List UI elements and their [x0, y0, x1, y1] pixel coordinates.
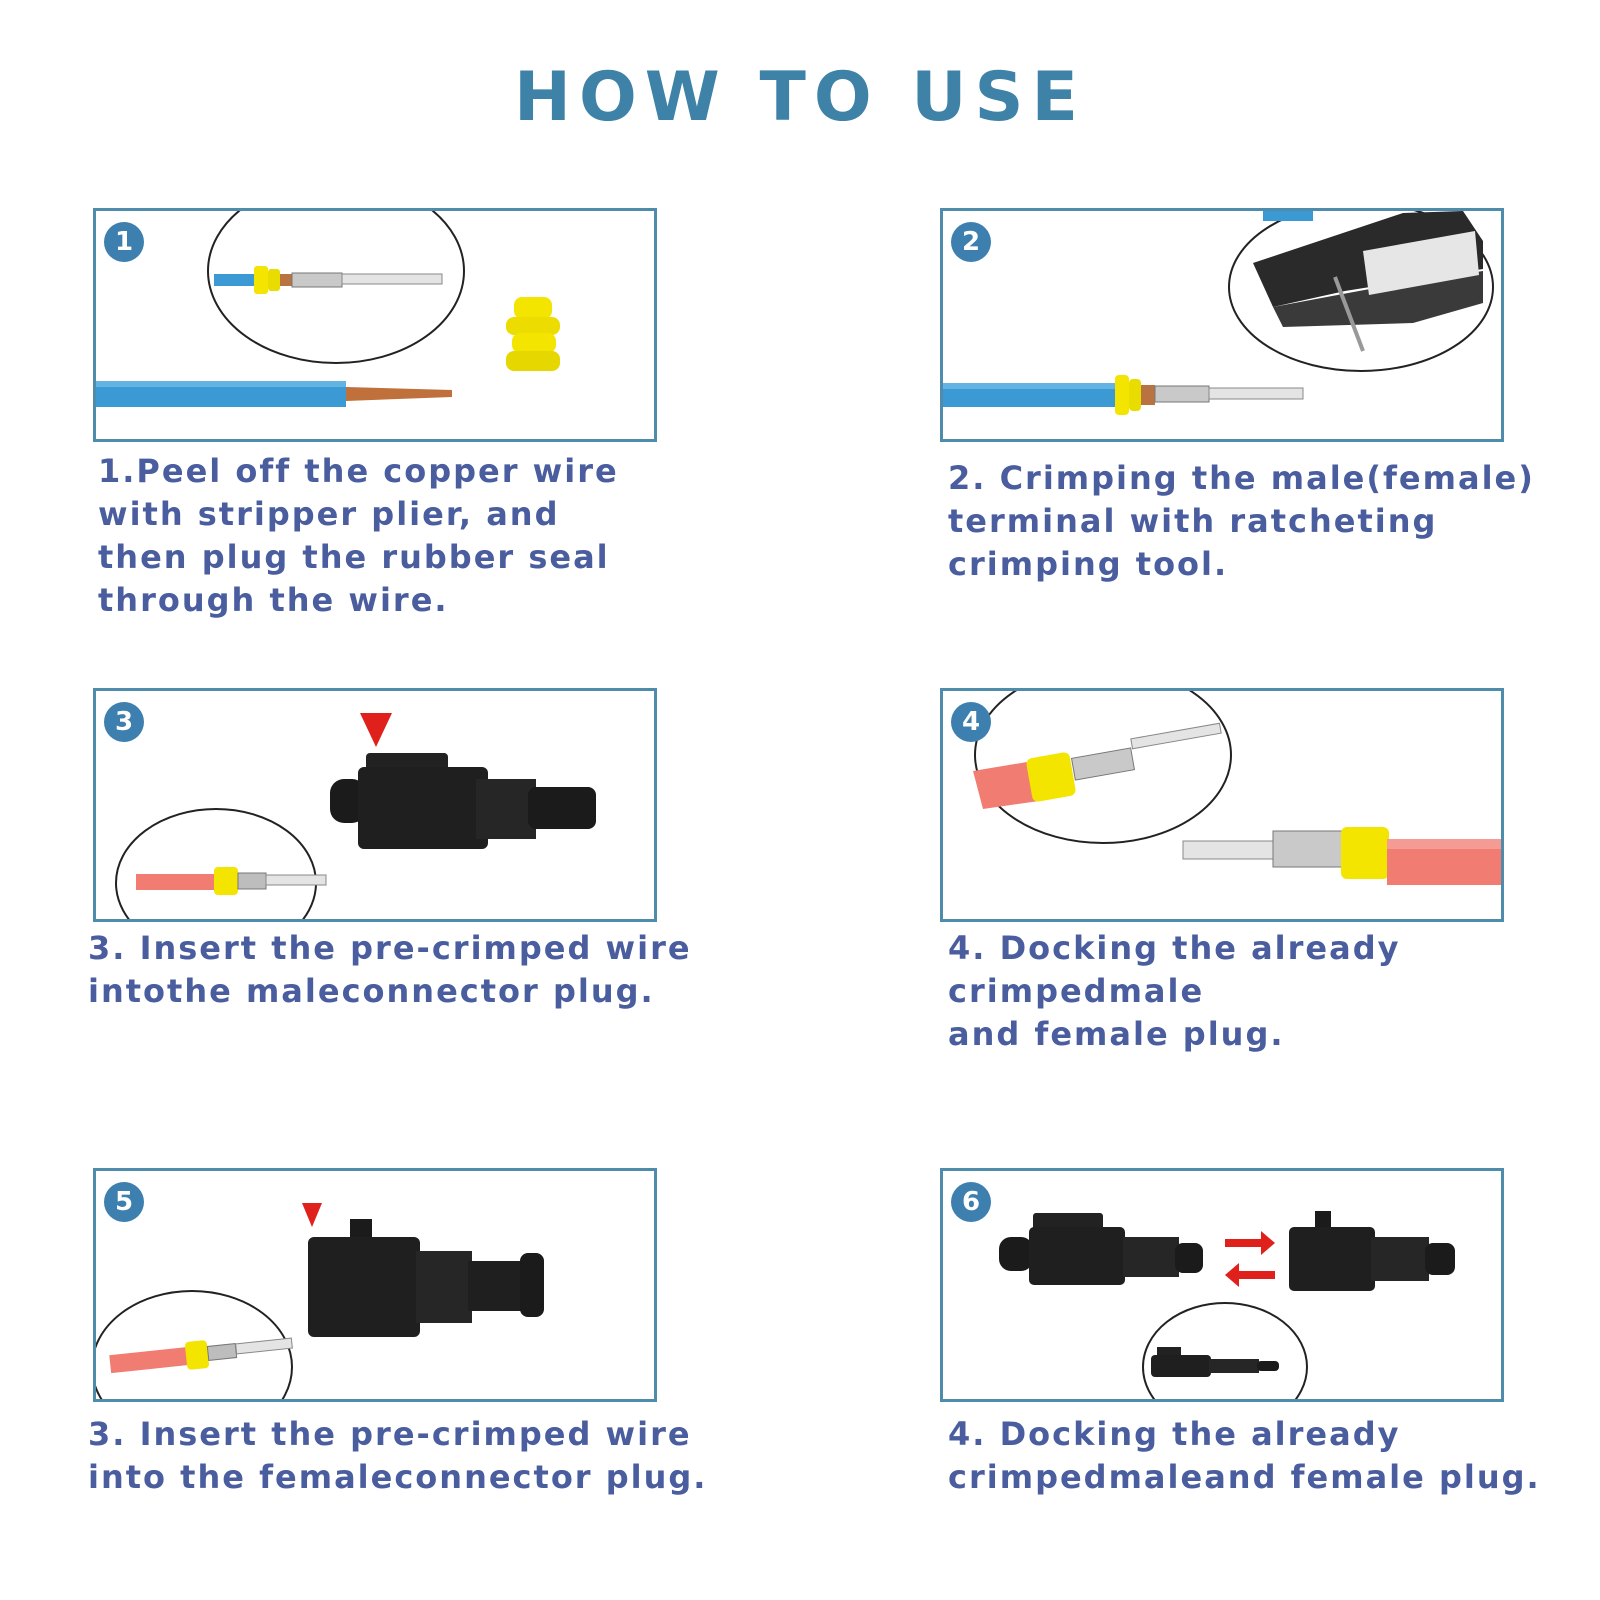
arrow-left-icon — [1225, 1263, 1275, 1287]
step-3-caption-line-1: 3. Insert the pre-crimped wire — [88, 929, 692, 967]
step-2-zoom-circle — [1228, 211, 1494, 372]
step-1-caption-line-1: 1.Peel off the copper wire — [98, 452, 619, 490]
step-1-caption-line-2: with stripper plier, and — [98, 495, 560, 533]
step-3-image-panel: 3 — [93, 688, 657, 922]
step-1-zoom-circle — [207, 211, 465, 364]
step-2-caption-line-1: 2. Crimping the male(female) — [948, 459, 1535, 497]
step-3-number-badge: 3 — [104, 702, 144, 742]
step-2-image-panel: 2 — [940, 208, 1504, 442]
step-4-number-badge: 4 — [951, 702, 991, 742]
step-5-number-badge: 5 — [104, 1182, 144, 1222]
step-4-caption-line-3: and female plug. — [948, 1015, 1285, 1053]
arrow-right-icon — [1225, 1231, 1275, 1255]
step-2-caption: 2. Crimping the male(female) terminal wi… — [948, 457, 1535, 586]
stripped-blue-wire-image — [96, 381, 452, 407]
step-1-caption-line-3: then plug the rubber seal — [98, 538, 610, 576]
step-3-caption-line-2: intothe maleconnector plug. — [88, 972, 655, 1010]
male-connector-image — [330, 753, 596, 849]
step-6-zoom-circle — [1142, 1302, 1308, 1399]
step-2-caption-line-2: terminal with ratcheting — [948, 502, 1438, 540]
step-6-image-panel: 6 — [940, 1168, 1504, 1402]
step-4-caption-line-2: crimpedmale — [948, 972, 1205, 1010]
step-3-caption: 3. Insert the pre-crimped wire intothe m… — [88, 927, 692, 1013]
step-4-image-panel: 4 — [940, 688, 1504, 922]
crimped-terminals-image — [1182, 827, 1501, 885]
step-1-image-panel: 1 — [93, 208, 657, 442]
rubber-seal-image — [506, 297, 560, 371]
step-4-zoom-circle — [973, 691, 1232, 844]
step-5-caption-line-2: into the femaleconnector plug. — [88, 1458, 708, 1496]
step-1-caption: 1.Peel off the copper wire with stripper… — [98, 450, 619, 622]
step-1-caption-line-4: through the wire. — [98, 581, 449, 619]
step-4-caption: 4. Docking the already crimpedmale and f… — [948, 927, 1400, 1056]
step-5-caption-line-1: 3. Insert the pre-crimped wire — [88, 1415, 692, 1453]
insert-arrow-icon — [360, 713, 392, 747]
step-3-zoom-circle — [115, 808, 327, 919]
female-connector-image — [1289, 1211, 1455, 1291]
step-2-number-badge: 2 — [951, 222, 991, 262]
step-1-number-badge: 1 — [104, 222, 144, 262]
page-title: HOW TO USE — [514, 58, 1086, 137]
step-5-image-panel: 5 — [93, 1168, 657, 1402]
step-6-number-badge: 6 — [951, 1182, 991, 1222]
female-connector-image — [308, 1219, 544, 1337]
crimped-blue-wire-image — [943, 375, 1304, 415]
step-2-caption-line-3: crimping tool. — [948, 545, 1229, 583]
step-6-caption-line-2: crimpedmaleand female plug. — [948, 1458, 1541, 1496]
step-5-caption: 3. Insert the pre-crimped wire into the … — [88, 1413, 707, 1499]
step-6-caption-line-1: 4. Docking the already — [948, 1415, 1401, 1453]
step-6-caption: 4. Docking the already crimpedmaleand fe… — [948, 1413, 1541, 1499]
step-4-caption-line-1: 4. Docking the already — [948, 929, 1401, 967]
step-5-zoom-circle — [96, 1290, 293, 1399]
male-connector-image — [999, 1213, 1203, 1285]
insert-arrow-icon — [302, 1203, 322, 1227]
